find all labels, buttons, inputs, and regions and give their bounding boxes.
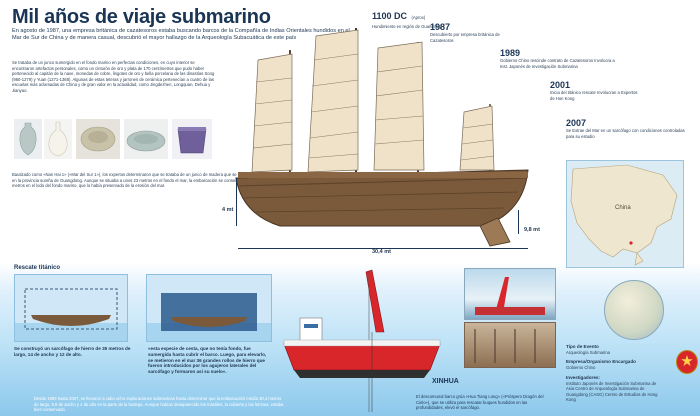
info-value-1: Arqueología Submarina	[566, 349, 610, 355]
artifact-photos	[14, 117, 226, 159]
info-key-3: Investigadores:	[566, 374, 600, 380]
body-paragraph-2: Bautizado como «Nan Hai 1» («Mar del Sur…	[12, 172, 356, 189]
bowl-image	[76, 119, 120, 159]
vase-image-2	[44, 119, 72, 159]
china-emblem-icon	[676, 350, 698, 374]
crane-photo-2	[464, 322, 556, 368]
height-dimension-line	[236, 178, 237, 226]
timeline-entry-2001: 2001 Inicia del titánico rescate Involuc…	[550, 80, 640, 101]
rescue-caption-3: Desde 1989 hasta 2007, se llevaron a cab…	[34, 396, 284, 413]
timeline-year: 2007	[566, 118, 587, 128]
timeline-text: Hundimiento en región de Guandong	[372, 24, 441, 29]
timeline-entry-1987: 1987 Descubierto por empresa británica d…	[430, 22, 510, 43]
rescue-caption-1: Se construyó un sarcófago de hierro de 3…	[14, 346, 131, 357]
timeline-entry-2007: 2007 Se Extrae del Mar en un sarcófago c…	[566, 118, 686, 139]
xinhua-watermark: XINHUA	[432, 378, 459, 385]
timeline-text: Se Extrae del Mar en un sarcófago con co…	[566, 128, 685, 139]
timeline-year: 1100 DC	[372, 11, 408, 21]
length-dimension-line	[238, 248, 528, 249]
rescue-heading: Rescate titánico	[14, 265, 61, 271]
info-value-2: Gobierno Chino	[566, 365, 596, 371]
junk-ship-illustration	[235, 28, 529, 247]
crane-photo-1	[464, 268, 556, 320]
crane-ship-illustration	[283, 269, 441, 412]
pot-image	[172, 119, 212, 159]
sarcophagus-diagram-1	[14, 274, 128, 342]
info-value-3: Instituto Japonés de Investigación Subma…	[566, 380, 658, 403]
crane-caption: El descomunal barco grúa «Hua Tiang Long…	[416, 394, 544, 411]
page-title: Mil años de viaje submarino	[12, 6, 271, 28]
map-country-label: China	[615, 205, 631, 211]
intro-text: En agosto de 1987, una empresa británica…	[12, 28, 350, 42]
timeline-entry-1100: 1100 DC (Aprox) Hundimiento en región de…	[372, 6, 472, 30]
height-dimension-label: 4 mt	[222, 207, 234, 213]
body-paragraph-1: Se trataba de un junco sumergido en el f…	[12, 60, 215, 93]
timeline-text: Gobierno Chino rescinde contrato de Caza…	[500, 58, 615, 69]
timeline-year: 2001	[550, 80, 571, 90]
rescue-caption-2: «esta especie de cesta, que no tenía fon…	[148, 346, 267, 375]
info-key-1: Tipo de Evento	[566, 344, 599, 349]
timeline-entry-1989: 1989 Gobierno Chino rescinde contrato de…	[500, 48, 620, 69]
globe-illustration	[604, 280, 664, 340]
timeline-year: 1987	[430, 22, 451, 32]
timeline-year: 1989	[500, 48, 521, 58]
vase-image-1	[14, 119, 42, 159]
timeline-year-extra: (Aprox)	[411, 15, 426, 20]
info-key-2: Empresa/Organismo Encargado	[566, 359, 636, 365]
timeline-text: Inicia del titánico rescate Involucran a…	[550, 90, 638, 101]
timeline-text: Descubierto por empresa británica de Caz…	[430, 32, 500, 43]
width-dimension-line	[518, 210, 519, 234]
info-panel: Tipo de Evento Arqueología Submarina Emp…	[566, 344, 700, 416]
length-dimension-label: 30,4 mt	[372, 249, 391, 255]
sarcophagus-diagram-2	[146, 274, 272, 342]
china-map: China	[566, 160, 684, 268]
width-dimension-label: 9,8 mt	[524, 227, 540, 233]
dish-image	[124, 119, 168, 159]
